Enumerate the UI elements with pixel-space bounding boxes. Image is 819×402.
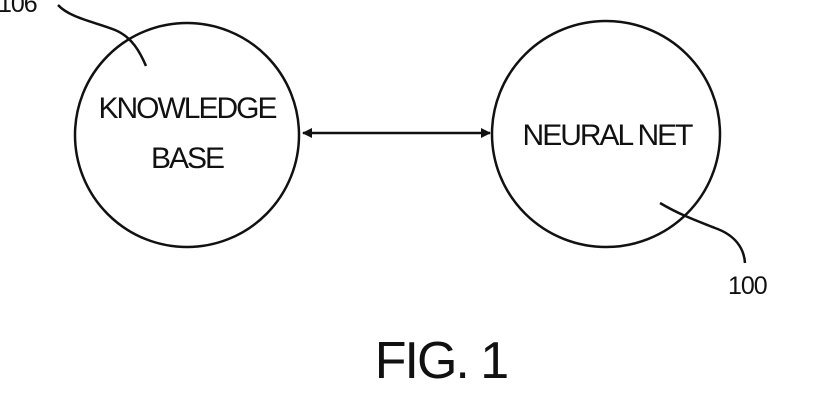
- neural-net-leader-line: [660, 203, 745, 263]
- knowledge-base-label-line-2: BASE: [151, 142, 224, 175]
- neural-net-reference-numeral: 100: [728, 272, 767, 300]
- knowledge-base-leader-line: [58, 5, 146, 66]
- knowledge-base-circle: [75, 23, 299, 247]
- neural-net-node: NEURAL NET: [492, 21, 720, 247]
- knowledge-base-reference-numeral: 106: [0, 0, 37, 18]
- knowledge-base-node: KNOWLEDGE BASE: [75, 23, 299, 247]
- neural-net-label: NEURAL NET: [523, 119, 694, 152]
- knowledge-base-label-line-1: KNOWLEDGE: [98, 92, 276, 125]
- figure-caption: FIG. 1: [375, 332, 508, 390]
